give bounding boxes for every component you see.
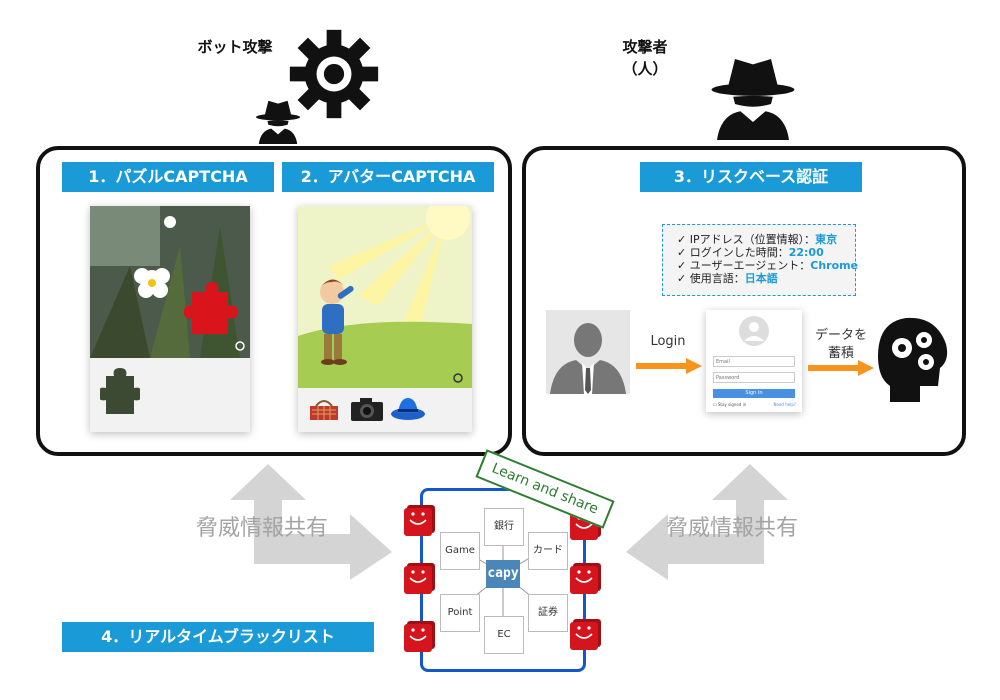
share-arrow-right — [626, 464, 788, 580]
accumulate-label-line2: 蓄積 — [827, 346, 854, 361]
user-avatar-box — [546, 310, 630, 394]
avatar-image — [298, 206, 472, 388]
avatar-captcha-card — [298, 206, 472, 432]
boy-avatar-icon — [320, 279, 354, 365]
smiley-cube-icon — [404, 566, 432, 594]
puzzle-captcha-tab: 1．パズルCAPTCHA — [62, 162, 274, 192]
risk-item-language: ✓ 使用言語：日本語 — [677, 272, 778, 285]
camera-icon[interactable] — [350, 396, 384, 422]
smiley-cube-icon — [570, 622, 598, 650]
login-label: Login — [650, 334, 686, 349]
bot-attack-heading: ボット攻撃 — [197, 38, 273, 56]
avatar-captcha-tab: 2．アバターCAPTCHA — [282, 162, 494, 192]
risk-auth-tab: 3．リスクベース認証 — [640, 162, 862, 192]
share-arrow-left — [230, 464, 392, 580]
sign-in-button[interactable]: Sign In — [713, 389, 795, 398]
hat-icon[interactable] — [390, 396, 426, 422]
gear-icon — [289, 29, 379, 119]
risk-item-time: ✓ ログインした時間：22:00 — [677, 246, 824, 259]
node-ec: EC — [484, 616, 524, 654]
spy-icon-large — [711, 59, 795, 140]
capy-logo: capy — [486, 560, 520, 588]
spy-icon-small — [255, 100, 301, 144]
email-input[interactable] — [713, 356, 795, 367]
attacker-heading: 攻撃者 — [622, 38, 668, 56]
node-card: カード — [528, 532, 568, 570]
puzzle-piece-slot[interactable] — [100, 368, 140, 416]
user-silhouette-icon — [550, 323, 626, 394]
puzzle-image — [90, 206, 250, 358]
brain-gears-icon — [878, 317, 948, 402]
node-bank: 銀行 — [484, 508, 524, 546]
risk-item-user-agent: ✓ ユーザーエージェント：Chrome — [677, 259, 859, 272]
smiley-cube-icon — [570, 566, 598, 594]
profile-icon — [739, 316, 769, 346]
risk-item-ip: ✓ IPアドレス（位置情報）：東京 — [677, 233, 838, 246]
puzzle-captcha-card — [90, 206, 250, 432]
accumulate-arrow-icon — [808, 360, 874, 376]
attacker-sub-heading: （人） — [622, 60, 668, 78]
share-label-right: 脅威情報共有 — [666, 516, 799, 541]
basket-icon[interactable] — [308, 396, 340, 422]
accumulate-label-line1: データを — [814, 328, 867, 343]
node-securities: 証券 — [528, 594, 568, 632]
password-input[interactable] — [713, 372, 795, 383]
node-game: Game — [440, 532, 480, 570]
smiley-cube-icon — [404, 508, 432, 536]
login-form: Sign In ☐ Stay signed in Need help? — [706, 310, 802, 412]
smiley-cube-icon — [404, 624, 432, 652]
login-arrow-icon — [636, 358, 702, 374]
stay-signed-in-checkbox[interactable]: ☐ Stay signed in — [713, 402, 747, 407]
puzzle-piece-target — [184, 282, 238, 334]
realtime-blacklist-tab: 4．リアルタイムブラックリスト — [62, 622, 374, 652]
flower-icon — [134, 268, 170, 298]
smiley-faces — [409, 512, 593, 641]
risk-info-box: ✓ IPアドレス（位置情報）：東京 ✓ ログインした時間：22:00 ✓ ユーザ… — [662, 224, 859, 296]
need-help-link[interactable]: Need help? — [773, 402, 797, 407]
share-label-left: 脅威情報共有 — [196, 516, 329, 541]
node-point: Point — [440, 594, 480, 632]
